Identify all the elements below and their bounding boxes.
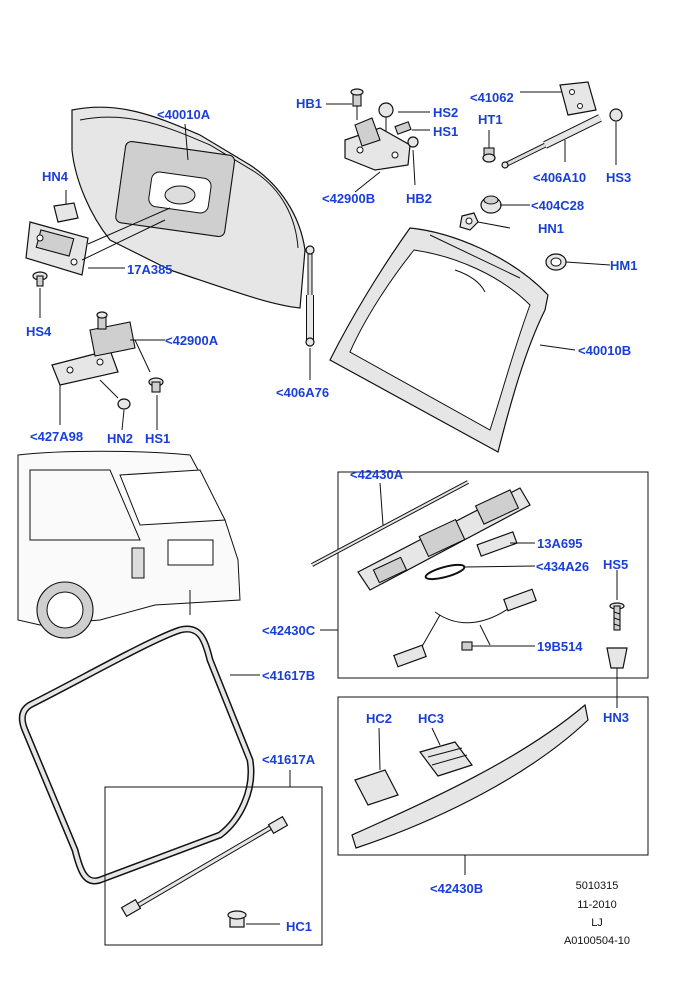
lower-tailgate-frame <box>329 227 549 453</box>
hs3-screw <box>609 108 623 165</box>
hc3-clip <box>418 727 473 777</box>
gas-strut-upper <box>501 114 602 169</box>
callout-42430B[interactable]: <42430B <box>430 881 483 896</box>
hs5-screw <box>609 570 625 631</box>
harness-19B514 <box>393 588 537 668</box>
callout-HS2[interactable]: HS2 <box>433 105 458 120</box>
callout-42900A[interactable]: <42900A <box>165 333 219 348</box>
hn2-nut <box>117 398 131 431</box>
callout-HS1-bottom[interactable]: HS1 <box>145 431 170 446</box>
callout-HM1[interactable]: HM1 <box>610 258 637 273</box>
callout-HC1[interactable]: HC1 <box>286 919 312 934</box>
hm1-grommet <box>545 253 567 271</box>
callout-41062[interactable]: <41062 <box>470 90 514 105</box>
callout-41617B[interactable]: <41617B <box>262 668 315 683</box>
callout-HS5[interactable]: HS5 <box>603 557 628 572</box>
callout-HC3[interactable]: HC3 <box>418 711 444 726</box>
callout-40010A[interactable]: <40010A <box>157 107 211 122</box>
pad-13A695 <box>476 531 535 557</box>
footer-drawing-no: A0100504-10 <box>564 935 630 947</box>
handle-strip-42430A <box>311 480 469 567</box>
callout-HB1[interactable]: HB1 <box>296 96 322 111</box>
callout-42430C[interactable]: <42430C <box>262 623 316 638</box>
hn4-clip <box>53 190 79 223</box>
callout-HT1[interactable]: HT1 <box>478 112 503 127</box>
hinge-assembly-lower <box>51 311 151 425</box>
callout-HN4[interactable]: HN4 <box>42 169 69 184</box>
upper-tailgate-panel <box>71 106 306 309</box>
callout-406A10[interactable]: <406A10 <box>533 170 586 185</box>
callout-434A26[interactable]: <434A26 <box>536 559 589 574</box>
hn1-nut <box>459 212 479 231</box>
hs1-screw-lower <box>148 377 164 430</box>
seal-strip-41617A <box>120 815 289 918</box>
hc2-clip <box>354 727 399 806</box>
callout-HN3[interactable]: HN3 <box>603 710 629 725</box>
callout-13A695[interactable]: 13A695 <box>537 536 583 551</box>
callout-HB2[interactable]: HB2 <box>406 191 432 206</box>
box-42430B <box>337 696 649 856</box>
vehicle-outline <box>17 450 241 639</box>
callout-406A76[interactable]: <406A76 <box>276 385 329 400</box>
hn3-clip <box>606 647 628 708</box>
callout-HN1[interactable]: HN1 <box>538 221 564 236</box>
hs4-screw <box>32 271 48 318</box>
box-41617A <box>104 786 323 946</box>
hc1-clip <box>227 910 280 928</box>
callout-HS3[interactable]: HS3 <box>606 170 631 185</box>
callout-HS1-top[interactable]: HS1 <box>433 124 458 139</box>
callout-HS4[interactable]: HS4 <box>26 324 52 339</box>
callout-HC2[interactable]: HC2 <box>366 711 392 726</box>
footer-initials: LJ <box>591 917 603 929</box>
finisher-42430B <box>351 703 589 875</box>
tailgate-seal <box>18 625 260 885</box>
leader-lines <box>88 91 611 631</box>
hinge-41062 <box>559 81 597 116</box>
callout-427A98[interactable]: <427A98 <box>30 429 83 444</box>
release-switch-assy <box>357 487 531 591</box>
footer-ref: 5010315 <box>576 880 619 892</box>
callout-17A385[interactable]: 17A385 <box>127 262 173 277</box>
plate-lamp-bracket <box>25 207 171 276</box>
hinge-assembly-upper <box>344 88 419 193</box>
drawing-footer: 5010315 11-2010 LJ A0100504-10 <box>564 880 630 947</box>
callout-404C28[interactable]: <404C28 <box>531 198 584 213</box>
callout-labels: <40010A HB1 HS2 <41062 HT1 HS1 HN4 <4290… <box>26 90 637 934</box>
callout-40010B[interactable]: <40010B <box>578 343 631 358</box>
callout-41617A[interactable]: <41617A <box>262 752 316 767</box>
ht1-stud <box>482 130 496 163</box>
box-42430C <box>337 471 649 679</box>
gas-strut-lower <box>305 245 315 380</box>
seal-434A26 <box>424 563 536 581</box>
callout-42430A[interactable]: <42430A <box>350 467 404 482</box>
callout-19B514[interactable]: 19B514 <box>537 639 583 654</box>
footer-date: 11-2010 <box>577 899 617 911</box>
buffer-404C28 <box>480 195 502 214</box>
callout-42900B[interactable]: <42900B <box>322 191 375 206</box>
callout-HN2[interactable]: HN2 <box>107 431 133 446</box>
